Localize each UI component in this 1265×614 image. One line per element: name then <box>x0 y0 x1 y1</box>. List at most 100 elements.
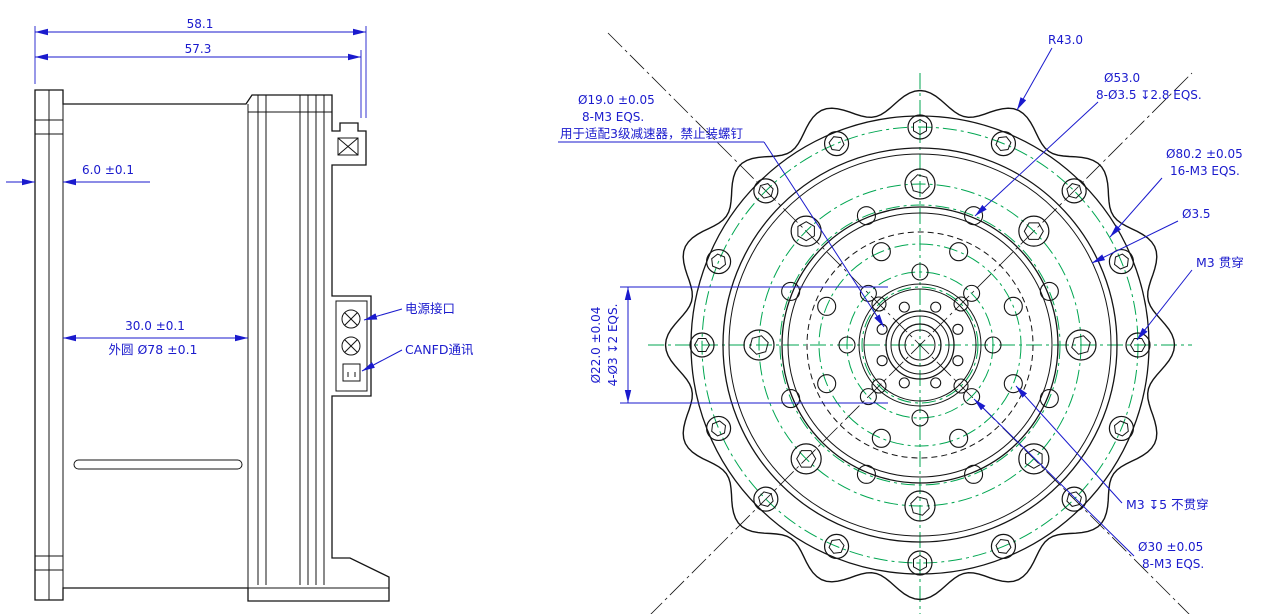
pitch-circle <box>846 271 994 419</box>
encoder-connector <box>337 137 359 156</box>
hex-socket <box>758 183 774 199</box>
hex-screw-outer <box>990 533 1017 560</box>
dim-19-note: 用于适配3级减速器，禁止装螺钉 <box>560 126 743 141</box>
body-circle <box>863 288 977 402</box>
hex-screw-outer <box>907 550 933 576</box>
dim-80: Ø80.2 ±0.05 <box>1166 147 1243 161</box>
body-circle <box>890 315 950 375</box>
hex-socket <box>1023 222 1044 240</box>
hex-screw-outer <box>753 486 779 512</box>
hole-m3-blind <box>1003 296 1023 316</box>
encoder-connector-cross <box>337 137 359 156</box>
hex-socket <box>711 420 727 437</box>
dim-80-sub: 16-M3 EQS. <box>1170 164 1240 178</box>
hidden-circle <box>806 231 1034 459</box>
connector-panel <box>335 300 368 392</box>
body-circle <box>781 206 1059 484</box>
hex-socket <box>995 136 1012 152</box>
hex-screw-inner <box>743 329 775 361</box>
body-circle <box>690 115 1150 575</box>
hole-counterbore-3-5 <box>856 464 876 484</box>
hex-screw-outer <box>823 533 850 560</box>
side-view: 58.1 57.3 6.0 ±0.1 30.0 ±0.1 外圆 Ø78 ±0.1… <box>6 17 474 602</box>
hole-m3 <box>911 409 929 427</box>
hole-m3 <box>859 284 877 302</box>
dim-3-5: Ø3.5 <box>1182 207 1211 221</box>
hole-m3-inner <box>898 301 910 313</box>
hole-m3-blind <box>817 374 837 394</box>
leader-d19 <box>763 141 885 328</box>
leader-d80 <box>1109 177 1163 238</box>
hex-socket <box>995 538 1012 554</box>
hole-counterbore-3-5 <box>856 206 876 226</box>
centerline-diagonal <box>607 32 1190 614</box>
label-power-interface: 电源接口 <box>405 301 455 316</box>
hole-m3-inner <box>952 355 964 367</box>
power-connector-cross <box>344 339 358 353</box>
hex-screw-inner <box>1018 443 1050 475</box>
dim-22: Ø22.0 ±0.04 <box>589 307 603 384</box>
dim-outer-78: 外圆 Ø78 ±0.1 <box>108 342 197 357</box>
hex-socket <box>693 338 711 352</box>
hex-socket <box>797 221 815 242</box>
dim-19: Ø19.0 ±0.05 <box>578 93 655 107</box>
hole-m3 <box>963 388 981 406</box>
hole-m3-inner <box>952 323 964 335</box>
hex-screw-outer <box>1108 248 1135 275</box>
hex-socket <box>913 554 927 572</box>
body-circle <box>728 153 1112 537</box>
hole-m3 <box>859 388 877 406</box>
dim-53: Ø53.0 <box>1104 71 1140 85</box>
dim-r43: R43.0 <box>1048 33 1083 47</box>
pitch-circle <box>779 204 1061 486</box>
body-circle <box>858 283 982 407</box>
pitch-circle <box>818 243 1022 447</box>
hex-screw-outer <box>1061 486 1087 512</box>
hex-socket <box>749 335 769 355</box>
front-view-geometry <box>607 32 1193 614</box>
front-view-dimensions: R43.0 Ø53.0 8-Ø3.5 ↧2.8 EQS. Ø19.0 ±0.05… <box>558 33 1244 571</box>
pitch-circle <box>861 286 979 404</box>
hex-socket <box>711 253 727 270</box>
hex-socket <box>1071 335 1091 355</box>
hex-screw-inner <box>904 490 936 522</box>
hex-socket <box>796 450 817 468</box>
hex-screw-inner <box>1065 329 1097 361</box>
dim-53-sub: 8-Ø3.5 ↧2.8 EQS. <box>1096 88 1202 102</box>
hole-d3 <box>953 378 969 394</box>
dim-30-0: 30.0 ±0.1 <box>125 319 185 333</box>
hole-m3-blind <box>871 242 891 262</box>
leader-m3-through <box>1136 269 1193 341</box>
leader-d53 <box>974 101 1099 217</box>
dim-22-sub: 4-Ø3 ↧2 EQS. <box>606 304 620 387</box>
dim-57-3: 57.3 <box>185 42 212 56</box>
hole-m3 <box>911 263 929 281</box>
leader-m3-blind <box>1015 385 1123 504</box>
hex-socket <box>828 538 845 554</box>
hex-screw-outer <box>990 130 1017 157</box>
dim-19-sub: 8-M3 EQS. <box>582 110 644 124</box>
dim-m3-through: M3 贯穿 <box>1196 255 1244 270</box>
body-slot <box>73 459 243 470</box>
canfd-connector <box>342 363 361 382</box>
hole-d3 <box>871 378 887 394</box>
hole-m3-inner <box>930 377 942 389</box>
leader-canfd <box>361 349 403 372</box>
hole-m3-blind <box>817 296 837 316</box>
hole-m3-blind <box>871 428 891 448</box>
hole-m3 <box>984 336 1002 354</box>
body-circle <box>885 310 955 380</box>
body-circle <box>898 323 942 367</box>
power-connector-cross <box>344 312 358 326</box>
power-connector-pin <box>341 309 361 329</box>
pitch-circle <box>758 183 1082 507</box>
body-circle <box>904 329 936 361</box>
hole-counterbore-3-5 <box>964 464 984 484</box>
hex-screw-inner <box>790 215 822 247</box>
hole-m3-blind <box>949 428 969 448</box>
hole-m3-blind <box>1003 374 1023 394</box>
hex-socket <box>1025 448 1043 469</box>
hole-m3-inner <box>930 301 942 313</box>
